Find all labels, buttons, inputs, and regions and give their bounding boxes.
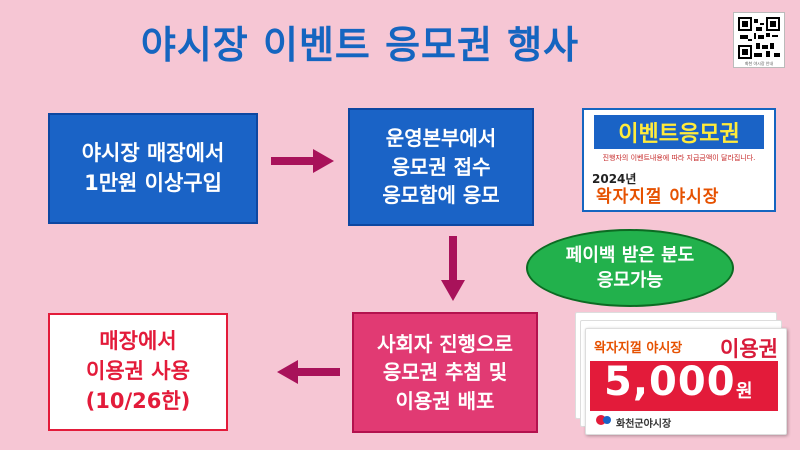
- note-line2: 응모가능: [596, 270, 664, 291]
- arrow-down-icon: [441, 236, 465, 301]
- step3-line2: 응모권 추첨 및: [382, 360, 508, 385]
- step1-line2: 1만원 이상구입: [84, 170, 222, 195]
- step4-line3: (10/26한): [85, 388, 191, 413]
- poster-year: 2024년: [592, 172, 637, 186]
- step3-line1: 사회자 진행으로: [377, 331, 513, 356]
- qr-caption: 화천 야시장 안내: [744, 61, 774, 66]
- step1-line1: 야시장 매장에서: [81, 140, 225, 165]
- page-title: 야시장 이벤트 응모권 행사: [140, 23, 580, 67]
- voucher-festival-logo: 왁자지껄 야시장: [594, 341, 683, 356]
- step4-line2: 이용권 사용: [86, 359, 190, 384]
- arrow-left-icon: [277, 360, 340, 384]
- voucher-front: 왁자지껄 야시장 이용권 5,000 원 화천군야시장: [585, 328, 787, 435]
- step4-line1: 매장에서: [99, 329, 177, 354]
- poster-title: 이벤트응모권: [594, 115, 764, 149]
- step-entry-box: 운영본부에서 응모권 접수 응모함에 응모: [348, 108, 534, 226]
- voucher-label: 이용권: [720, 337, 778, 361]
- voucher-organizer: 화천군야시장: [616, 419, 672, 430]
- voucher-amount-band: [590, 361, 778, 411]
- step2-line2: 응모권 접수: [391, 154, 491, 179]
- org-logo-icon: [596, 415, 611, 425]
- qr-code: 화천 야시장 안내: [733, 12, 785, 68]
- step2-line1: 운영본부에서: [385, 126, 497, 151]
- payback-note: 페이백 받은 분도 응모가능: [526, 229, 734, 307]
- step2-line3: 응모함에 응모: [382, 183, 500, 208]
- poster-description: 진행자의 이벤트내용에 따라 지급금액이 달라집니다.: [602, 154, 756, 162]
- step3-line3: 이용권 배포: [395, 388, 495, 413]
- voucher-amount: 5,000: [604, 359, 736, 405]
- note-line1: 페이백 받은 분도: [565, 244, 695, 266]
- step-purchase-box: 야시장 매장에서 1만원 이상구입: [48, 113, 258, 224]
- poster-festival-logo: 왁자지껄 야시장: [596, 187, 720, 207]
- step-use-box: 매장에서 이용권 사용 (10/26한): [48, 313, 228, 431]
- step-draw-box: 사회자 진행으로 응모권 추첨 및 이용권 배포: [352, 312, 538, 433]
- arrow-right-icon: [271, 149, 334, 173]
- qr-code-icon: [738, 17, 780, 59]
- voucher-unit: 원: [736, 381, 753, 402]
- event-ticket-poster: 이벤트응모권 진행자의 이벤트내용에 따라 지급금액이 달라집니다. 2024년…: [582, 108, 776, 212]
